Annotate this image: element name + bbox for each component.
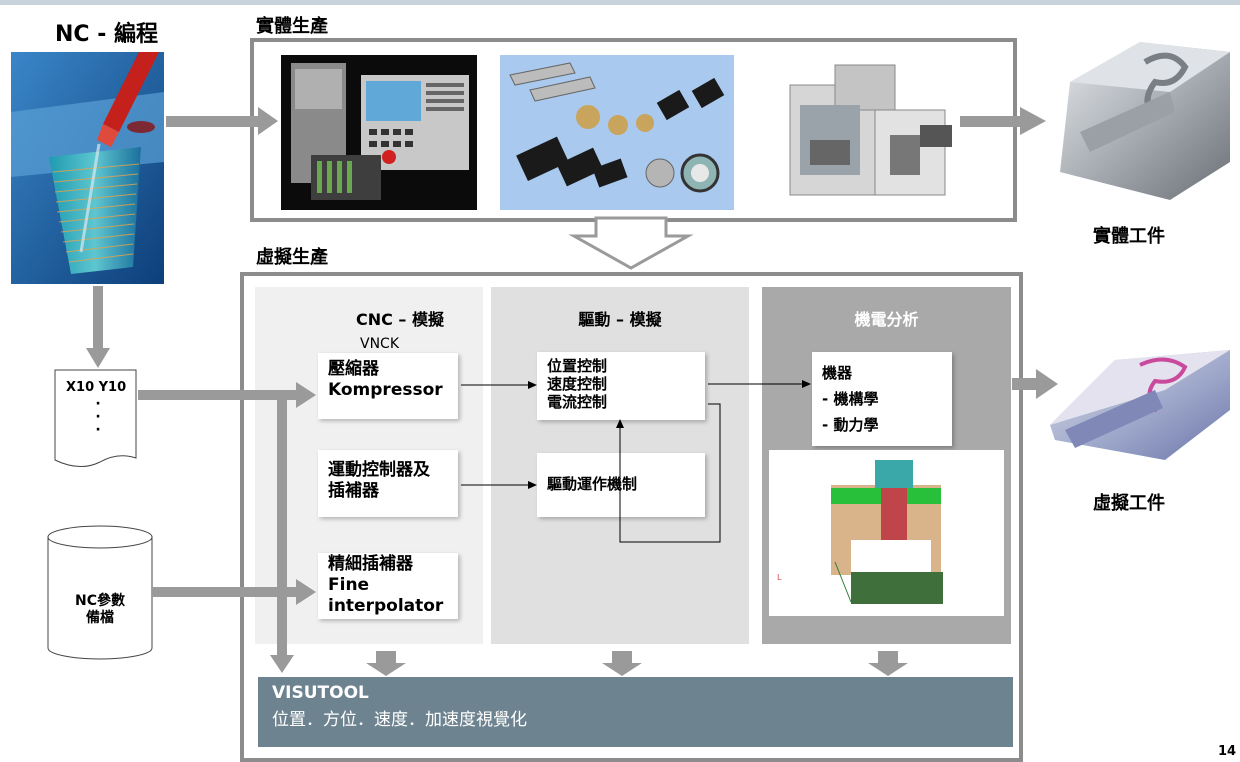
compressor-line-2: Kompressor (328, 380, 443, 400)
drive-mechanism-box: 驅動運作機制 (537, 453, 705, 517)
nc-programming-image (11, 52, 164, 284)
kinematics-label: - 機構學 (822, 390, 879, 408)
machine-label: 機器 (822, 364, 853, 382)
dynamics-label: - 動力學 (822, 416, 879, 434)
physical-workpiece-image (1050, 22, 1236, 202)
nc-code-line: X10 Y10 (66, 380, 127, 395)
fine-interpolator-line-2: Fine (328, 575, 370, 595)
current-control-label: 電流控制 (547, 393, 608, 411)
page-number: 14 (1218, 744, 1237, 759)
virtual-workpiece-image (1045, 330, 1235, 470)
visutool-title: VISUTOOL (272, 683, 369, 703)
fine-interpolator-line-1: 精細插補器 (328, 554, 413, 574)
fine-interpolator-line-3: interpolator (328, 596, 444, 616)
nc-code-dot: · (95, 422, 101, 438)
nc-code-dot: · (95, 409, 101, 425)
nc-params-line-2: 備檔 (86, 610, 114, 626)
drives-motors-image (500, 55, 734, 210)
virtual-workpiece-label: 虛擬工件 (1093, 493, 1165, 514)
mechatronic-analysis-title: 機電分析 (854, 310, 919, 329)
machine-box: 機器 - 機構學 - 動力學 (812, 352, 952, 446)
physical-workpiece-label: 實體工件 (1093, 226, 1165, 247)
motion-controller-box: 運動控制器及 插補器 (318, 450, 458, 517)
physical-production-title: 實體生產 (256, 16, 328, 37)
drive-simulation-title: 驅動 – 模擬 (578, 310, 662, 329)
compressor-box: 壓縮器 Kompressor (318, 353, 458, 419)
compressor-line-1: 壓縮器 (328, 359, 379, 379)
virtual-production-title: 虛擬生產 (256, 247, 328, 268)
fem-model-image: L (769, 450, 1004, 616)
nc-programming-title: NC - 編程 (55, 22, 159, 47)
vnck-label: VNCK (360, 336, 400, 352)
visutool-subtitle: 位置．方位．速度．加速度視覺化 (272, 710, 527, 730)
nc-code-dots: · · · (92, 396, 104, 438)
position-control-label: 位置控制 (547, 357, 608, 375)
visutool-bar: VISUTOOL 位置．方位．速度．加速度視覺化 (258, 677, 1013, 747)
drive-mechanism-label: 驅動運作機制 (547, 475, 638, 493)
cnc-controller-image (281, 55, 477, 210)
nc-params-label: NC參數 備檔 (48, 593, 152, 627)
top-rule (0, 0, 1240, 5)
machine-tool-image (780, 55, 958, 210)
motion-controller-line-1: 運動控制器及 (328, 460, 430, 480)
nc-code-dot: · (95, 396, 101, 412)
speed-control-label: 速度控制 (547, 375, 608, 393)
motion-controller-line-2: 插補器 (328, 481, 379, 501)
nc-params-line-1: NC參數 (75, 593, 125, 609)
fine-interpolator-box: 精細插補器 Fine interpolator (318, 553, 458, 619)
cnc-simulation-title: CNC – 模擬 (355, 310, 445, 329)
control-loops-box: 位置控制 速度控制 電流控制 (537, 352, 705, 420)
svg-text:L: L (777, 573, 782, 582)
